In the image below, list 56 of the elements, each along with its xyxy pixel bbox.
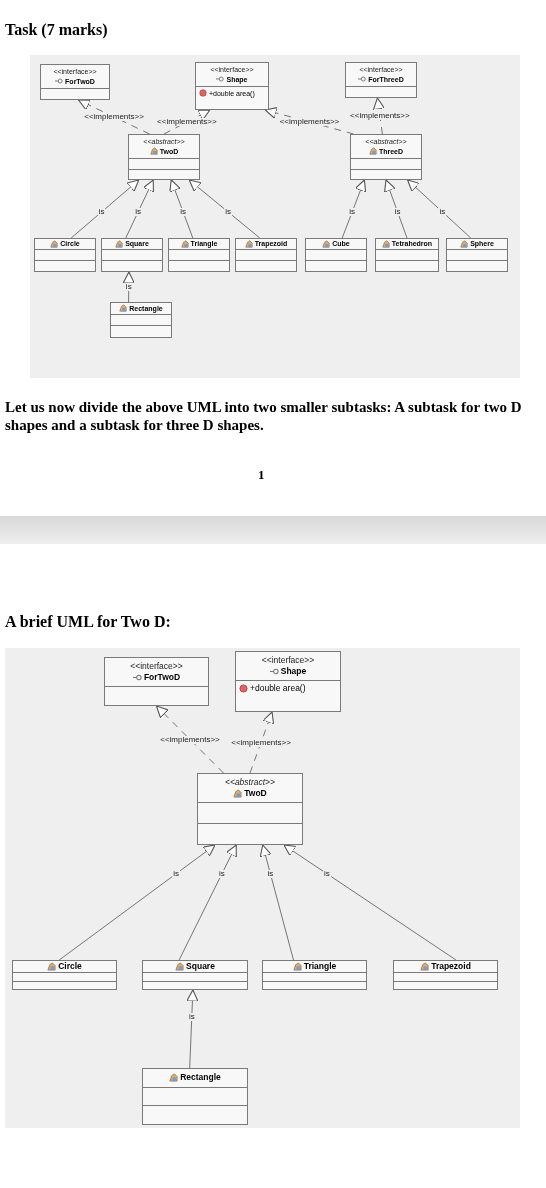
- edge-label: is: [124, 283, 133, 291]
- class-name: ForTwoD: [143, 672, 181, 684]
- stereotype-text: <<interface>>: [130, 660, 183, 672]
- edge-label: is: [393, 207, 402, 216]
- class-name: Square: [186, 961, 215, 973]
- class-box: [142, 1068, 248, 1125]
- edge-label: is: [266, 869, 275, 878]
- class-box: [393, 960, 498, 990]
- edge-label: <<implements>>: [349, 112, 411, 120]
- edge-label: <<implements>>: [278, 118, 341, 126]
- class-box: [305, 238, 367, 272]
- edge-label: is: [187, 1013, 196, 1022]
- class-box: [110, 302, 172, 338]
- class-box: [197, 773, 303, 845]
- edge-label: <<implements>>: [230, 738, 292, 747]
- stereotype-text: <<abstract>>: [224, 776, 276, 788]
- stereotype-text: <<interface>>: [261, 654, 315, 666]
- edge-label: <<implements>>: [83, 113, 145, 121]
- class-box: [262, 960, 367, 990]
- interface-box: [195, 62, 269, 110]
- class-box: [375, 238, 439, 272]
- class-name: Circle: [58, 961, 82, 973]
- interface-box: [345, 62, 417, 98]
- edge-label: is: [218, 869, 226, 878]
- class-box: [142, 960, 248, 990]
- edge-label: is: [97, 207, 106, 216]
- interface-box: [104, 657, 209, 706]
- edge-label: is: [134, 207, 142, 216]
- class-box: [101, 238, 163, 272]
- class-box: [34, 238, 96, 272]
- edge-label: is: [438, 207, 447, 216]
- class-name: Shape: [280, 666, 307, 678]
- heading: Task (7 marks): [5, 20, 109, 40]
- class-box: [235, 238, 297, 272]
- class-box: [446, 238, 508, 272]
- edge-label: is: [348, 207, 357, 216]
- method-text: +double area(): [250, 683, 306, 694]
- class-box: [168, 238, 230, 272]
- interface-box: [235, 651, 341, 712]
- edge-label: <<implements>>: [159, 735, 221, 744]
- page-number: 1: [258, 467, 265, 483]
- class-box: [350, 134, 422, 180]
- edge-label: is: [224, 207, 232, 216]
- class-name: Trapezoid: [431, 961, 471, 973]
- edge-label: is: [179, 207, 187, 216]
- paragraph: Let us now divide the above UML into two smaller subtasks: A subtask for two D shapes and a subtask for three D shapes.: [5, 398, 523, 434]
- heading: A brief UML for Two D:: [5, 612, 172, 632]
- class-box: [12, 960, 117, 990]
- edge-label: is: [172, 869, 180, 878]
- class-name: Rectangle: [180, 1072, 221, 1084]
- edge-label: is: [323, 869, 331, 878]
- class-name: TwoD: [244, 788, 267, 800]
- interface-box: [40, 64, 110, 100]
- class-box: [128, 134, 200, 180]
- edge-label: <<implements>>: [156, 118, 218, 126]
- class-name: Triangle: [303, 961, 337, 973]
